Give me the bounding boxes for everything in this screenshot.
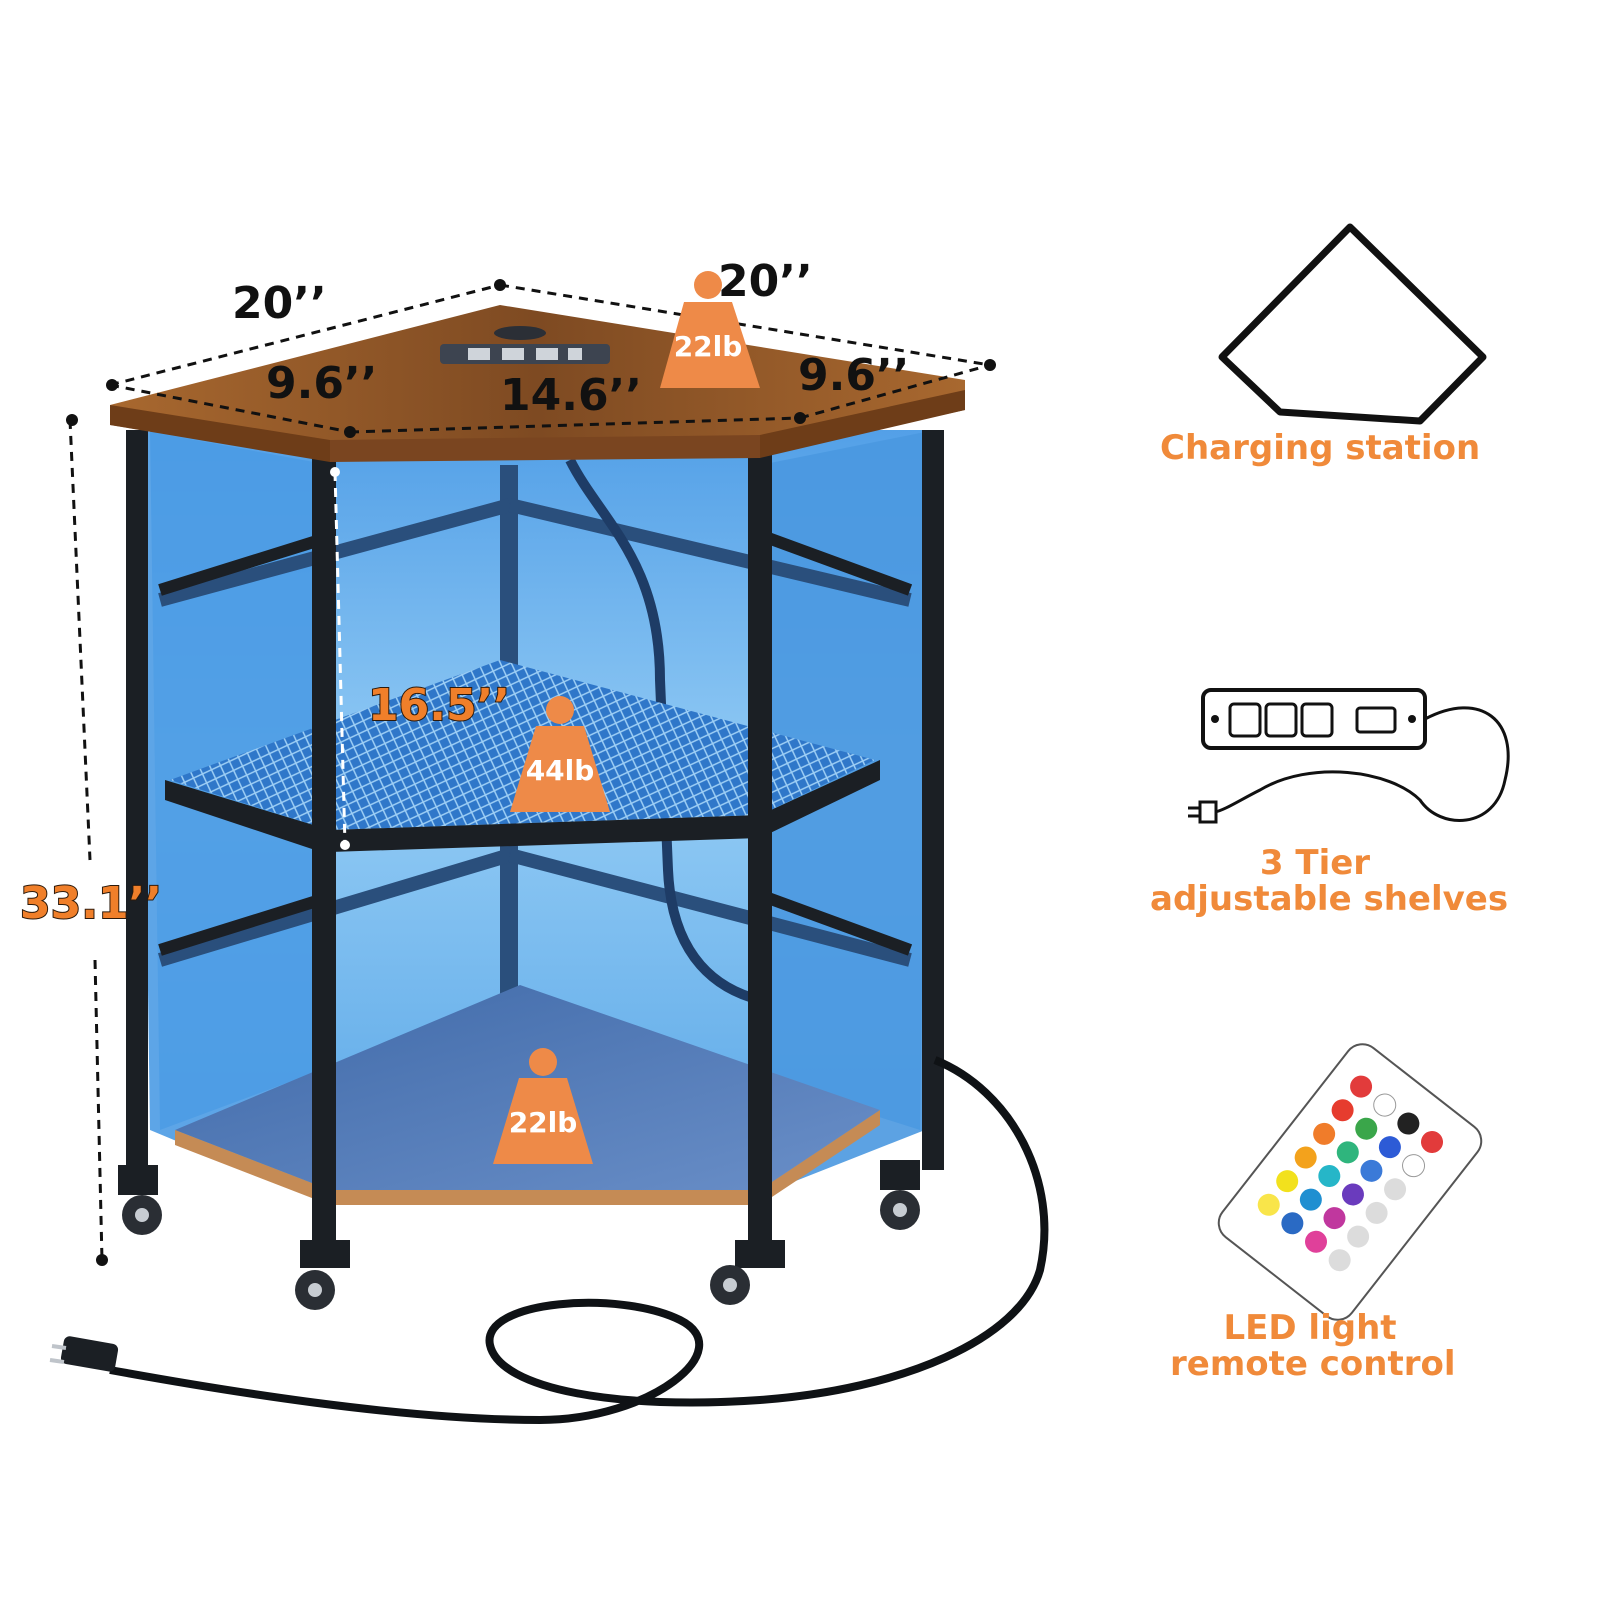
leg-front-left bbox=[312, 455, 336, 1245]
dim-shelf-gap: 16.5’’ bbox=[368, 680, 510, 731]
weight-badge-bottom: 22lb bbox=[493, 1048, 593, 1164]
feature-adjustable-shelves: 3 Tier adjustable shelves bbox=[1150, 843, 1509, 919]
feature-tiers-line1: 3 Tier bbox=[1259, 843, 1371, 883]
dimension-endpoints bbox=[66, 279, 996, 1266]
dim-front-edge: 14.6’’ bbox=[500, 370, 642, 421]
led-glow-right bbox=[760, 430, 935, 1195]
feature-charging-station: Charging station bbox=[1160, 428, 1481, 468]
weight-middle-label: 44lb bbox=[526, 754, 595, 787]
weight-top-label: 22lb bbox=[674, 330, 743, 363]
dim-top-left: 20’’ bbox=[232, 278, 327, 329]
dim-height: 33.1’’ bbox=[20, 878, 162, 929]
tabletop-power-strip bbox=[440, 344, 610, 364]
weight-bottom-label: 22lb bbox=[509, 1106, 578, 1139]
corner-shape-icon bbox=[1218, 223, 1487, 425]
feature-led-remote: LED light remote control bbox=[1170, 1308, 1456, 1384]
inner-cord bbox=[565, 457, 762, 1005]
power-strip-icon bbox=[1188, 688, 1510, 824]
corner-table bbox=[49, 305, 1049, 1425]
leg-right bbox=[922, 430, 944, 1170]
feature-led-line1: LED light bbox=[1223, 1308, 1397, 1348]
weight-badge-middle: 44lb bbox=[510, 696, 610, 812]
feature-charging-station-label: Charging station bbox=[1160, 428, 1481, 468]
leg-front-right bbox=[748, 455, 772, 1245]
dim-right-edge: 9.6’’ bbox=[798, 350, 909, 401]
tabletop bbox=[110, 305, 965, 460]
mesh-shelf bbox=[170, 660, 875, 830]
leg-left bbox=[126, 430, 148, 1170]
power-cord bbox=[109, 1056, 1049, 1425]
caster-icon bbox=[118, 1160, 920, 1310]
wireless-charger bbox=[494, 326, 546, 340]
plug-icon bbox=[49, 1336, 119, 1372]
dim-left-edge: 9.6’’ bbox=[266, 358, 377, 409]
feature-led-line2: remote control bbox=[1170, 1344, 1456, 1384]
weight-badge-top: 22lb bbox=[660, 271, 760, 388]
dimension-lines bbox=[68, 283, 991, 1261]
feature-tiers-line2: adjustable shelves bbox=[1150, 879, 1509, 919]
remote-control-icon bbox=[1217, 1043, 1483, 1321]
dim-top-right: 20’’ bbox=[718, 256, 813, 307]
